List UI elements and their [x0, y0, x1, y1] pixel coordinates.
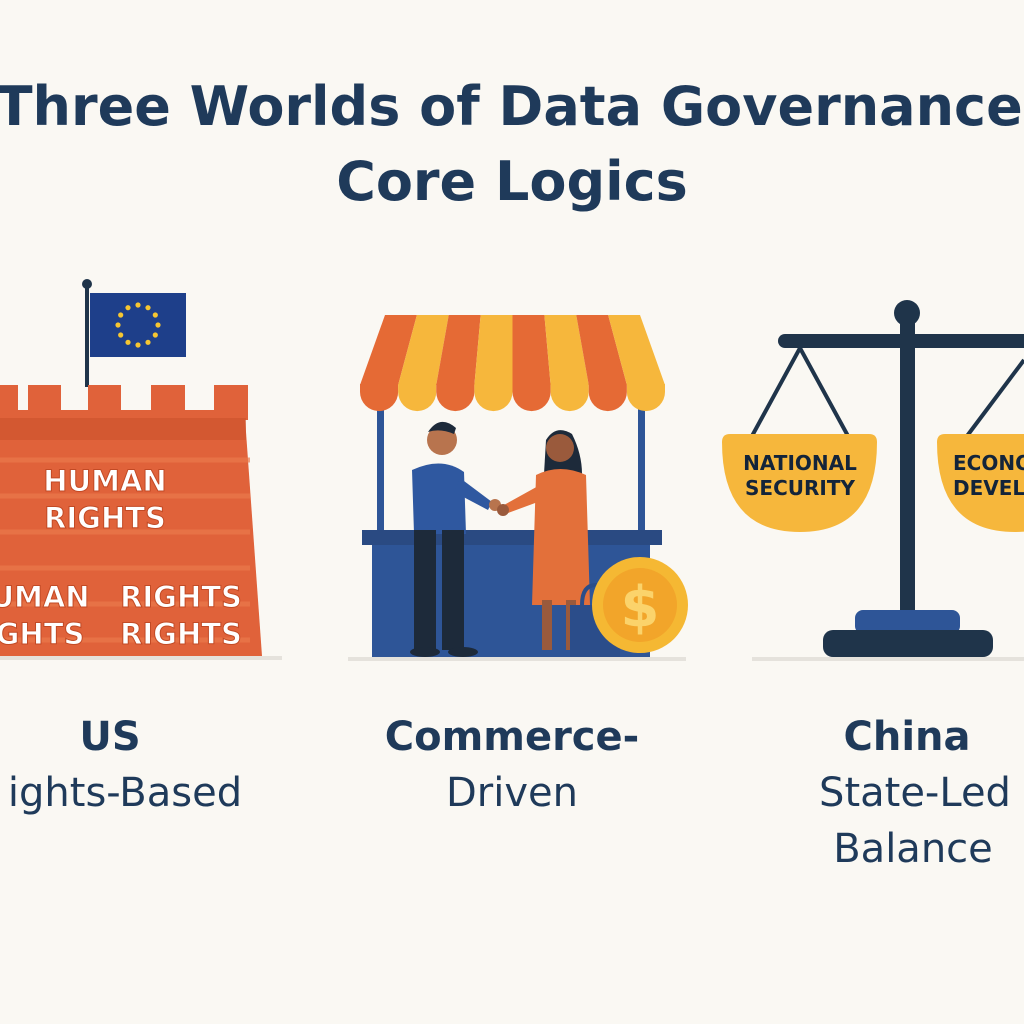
castle-wall-illustration: HUMAN RIGHTS UMAN GHTS RIGHTS RIGHTS: [0, 279, 282, 660]
star-icon: [145, 305, 151, 311]
awning-scallop: [626, 384, 665, 412]
awning-scallop: [512, 384, 551, 412]
awning-scallop: [398, 384, 437, 412]
panel-label-us-sub: ights-Based: [8, 770, 242, 816]
panel-label-commerce: Commerce-: [385, 714, 640, 760]
star-icon: [125, 305, 131, 311]
awning-stripe: [474, 315, 513, 385]
star-icon: [152, 312, 158, 318]
star-icon: [135, 342, 141, 348]
awning-scallop: [588, 384, 627, 412]
wall-text: RIGHTS: [120, 617, 242, 651]
awning-stripe: [398, 315, 449, 385]
right-pan: [937, 434, 1024, 532]
awning-stripe: [576, 315, 627, 385]
title-line1: Three Worlds of Data Governance:: [0, 75, 1024, 138]
awning-scallop: [436, 384, 475, 412]
man-figure: [410, 421, 501, 657]
star-icon: [145, 339, 151, 345]
panel-label-china-sub: State-Led: [819, 770, 1011, 816]
star-icon: [118, 332, 124, 338]
awning-stripe: [512, 315, 551, 385]
woman-figure: [497, 430, 620, 657]
awning-scallop: [550, 384, 589, 412]
star-icon: [152, 332, 158, 338]
awning: [360, 315, 665, 412]
panel-label-us: US: [79, 714, 140, 760]
left-pan: [722, 434, 877, 532]
awning-stripe: [608, 315, 665, 385]
flag-stars: [115, 302, 161, 348]
pan-text: ECONO: [953, 451, 1024, 475]
pan-text: SECURITY: [745, 476, 855, 500]
svg-text:$: $: [621, 575, 660, 640]
wall-text: GHTS: [0, 617, 84, 651]
wall-text: RIGHTS: [120, 580, 242, 614]
star-icon: [155, 322, 161, 328]
wall-text: UMAN: [0, 580, 90, 614]
dollar-coin-icon: $: [592, 557, 688, 653]
wall-text: HUMAN: [43, 464, 166, 498]
title-line2: Core Logics: [336, 150, 688, 213]
star-icon: [118, 312, 124, 318]
panel-label-commerce-sub: Driven: [446, 770, 578, 816]
wall-text: RIGHTS: [44, 501, 166, 535]
panel-label-china-sub2: Balance: [833, 826, 993, 872]
star-icon: [125, 339, 131, 345]
star-icon: [115, 322, 121, 328]
awning-scallop: [360, 384, 399, 412]
market-stall-illustration: $: [348, 315, 688, 661]
awning-scallop: [474, 384, 513, 412]
panel-label-china: China: [843, 714, 970, 760]
pan-text: DEVELDO: [953, 476, 1024, 500]
balance-scale-illustration: NATIONAL SECURITY ECONO DEVELDO: [722, 300, 1024, 661]
awning-stripe: [544, 315, 589, 385]
star-icon: [135, 302, 141, 308]
awning-stripe: [360, 315, 417, 385]
pan-text: NATIONAL: [743, 451, 857, 475]
awning-stripe: [436, 315, 481, 385]
